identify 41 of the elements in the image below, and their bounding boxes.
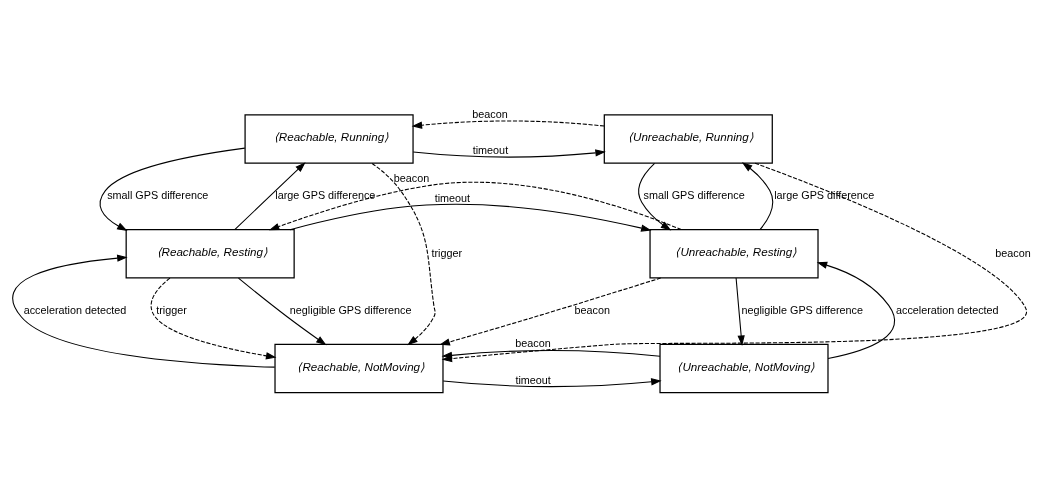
edge-label: large GPS difference bbox=[774, 189, 875, 202]
arrow bbox=[150, 277, 277, 360]
node-box: ⟨Reachable, NotMoving⟩ bbox=[274, 343, 444, 394]
node-box: ⟨Unreachable, Resting⟩ bbox=[649, 229, 819, 279]
edge-label: small GPS difference bbox=[107, 189, 209, 202]
edge-label: timeout bbox=[472, 144, 509, 157]
arrow bbox=[638, 162, 672, 231]
edge-label: small GPS difference bbox=[643, 189, 745, 202]
arrow bbox=[234, 162, 306, 231]
arrow bbox=[411, 120, 605, 129]
node-box: ⟨Reachable, Resting⟩ bbox=[125, 229, 295, 279]
node-box: ⟨Unreachable, NotMoving⟩ bbox=[659, 343, 829, 394]
edge-label: negligible GPS difference bbox=[741, 304, 864, 317]
arrow bbox=[735, 277, 745, 346]
edge-label: beacon bbox=[995, 246, 1031, 259]
edge-label: acceleration detected bbox=[23, 304, 127, 317]
arrow bbox=[268, 181, 682, 231]
edge-label: beacon bbox=[515, 337, 551, 350]
edge-label: trigger bbox=[431, 246, 463, 259]
arrow bbox=[12, 254, 276, 368]
edge-label: acceleration detected bbox=[896, 304, 999, 317]
arrow bbox=[816, 261, 896, 360]
arrow bbox=[439, 277, 662, 346]
arrow bbox=[442, 378, 662, 388]
arrow bbox=[237, 277, 327, 346]
edge-label: negligible GPS difference bbox=[289, 304, 412, 317]
arrow bbox=[289, 203, 652, 232]
arrow bbox=[371, 162, 436, 346]
arrow bbox=[99, 147, 246, 231]
node-box: ⟨Unreachable, Running⟩ bbox=[603, 114, 773, 164]
edge-label: beacon bbox=[472, 107, 508, 120]
edge-label: timeout bbox=[515, 373, 551, 386]
edge-label: beacon bbox=[574, 304, 610, 317]
edge-label: large GPS difference bbox=[275, 189, 376, 202]
edge-label: beacon bbox=[393, 172, 430, 185]
arrow bbox=[412, 149, 606, 158]
edge-label: timeout bbox=[434, 191, 471, 204]
edge-label: trigger bbox=[156, 304, 187, 317]
arrow bbox=[441, 349, 661, 359]
arrow bbox=[741, 162, 774, 231]
node-box: ⟨Reachable, Running⟩ bbox=[244, 114, 414, 164]
